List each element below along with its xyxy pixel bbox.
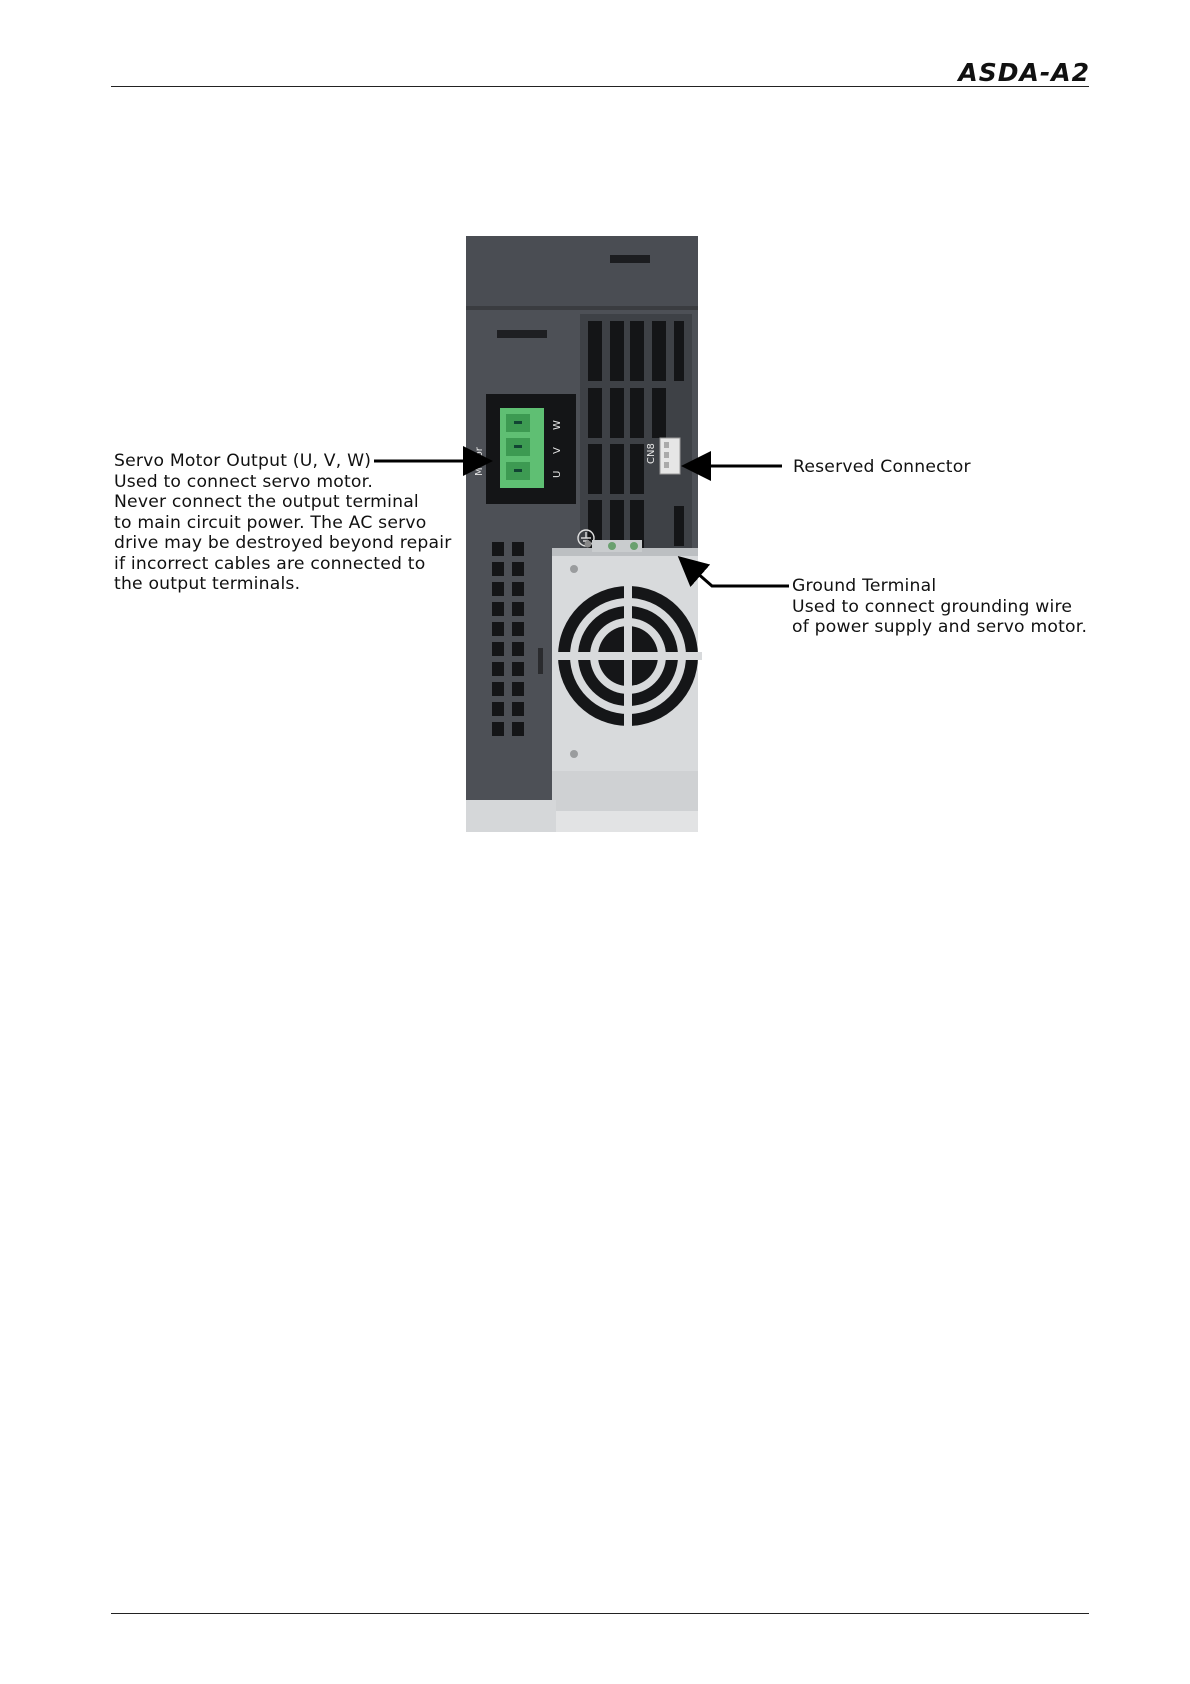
callout-line: the output terminals. <box>114 574 301 594</box>
w-label: W <box>552 420 563 430</box>
servo-drive-illustration: CN8 Motor U V W <box>466 236 702 832</box>
u-label: U <box>552 471 563 478</box>
header-rule <box>111 86 1089 87</box>
servo-motor-output-callout: Servo Motor Output (U, V, W) Used to con… <box>114 451 452 595</box>
reserved-connector-callout: Reserved Connector <box>793 457 971 478</box>
cooling-fan-icon <box>554 582 702 730</box>
callout-line: Used to connect servo motor. <box>114 471 373 492</box>
cn8-label: CN8 <box>646 443 657 464</box>
callout-line: Never connect the output terminal <box>114 492 419 512</box>
callout-line: if incorrect cables are connected to <box>114 553 426 574</box>
v-label: V <box>552 447 563 454</box>
callout-line: Servo Motor Output (U, V, W) <box>114 451 372 471</box>
ground-terminal-callout: Ground Terminal Used to connect groundin… <box>792 576 1087 638</box>
footer-rule <box>111 1613 1089 1614</box>
vent-grille <box>588 321 684 550</box>
header-logo: ASDA-A2 <box>958 58 1090 87</box>
callout-line: Used to connect grounding wire <box>792 596 1073 617</box>
callout-line: of power supply and servo motor. <box>792 617 1088 637</box>
drive-top-cap <box>466 236 698 308</box>
callout-line: Ground Terminal <box>792 576 937 596</box>
left-vent-column <box>492 542 524 736</box>
callout-line: drive may be destroyed beyond repair <box>114 533 452 553</box>
top-slot <box>610 255 650 263</box>
callout-line: Reserved Connector <box>793 457 971 477</box>
arrow-icon <box>677 556 789 588</box>
front-slot <box>497 330 547 338</box>
callout-line: to main circuit power. The AC servo <box>114 512 427 533</box>
